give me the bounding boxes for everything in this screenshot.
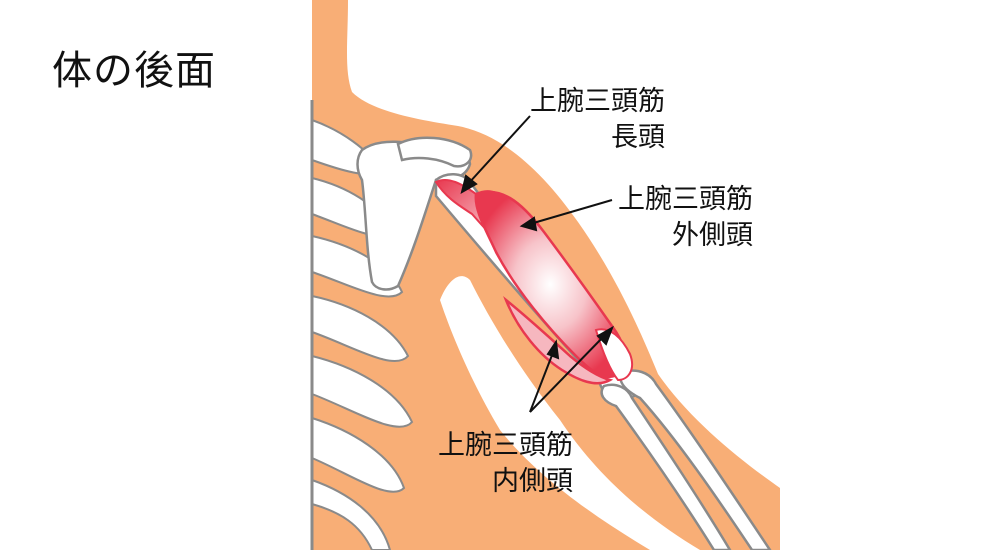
label-line: 外側頭 [672, 220, 753, 251]
label-triceps-lateral-head: 上腕三頭筋 外側頭 [618, 182, 753, 254]
label-line: 内側頭 [492, 466, 573, 497]
label-line: 上腕三頭筋 [438, 430, 573, 461]
leader-arrows [460, 115, 614, 413]
label-line: 上腕三頭筋 [530, 86, 665, 117]
armpit-gap [440, 276, 700, 550]
page-title: 体の後面 [52, 48, 216, 94]
label-triceps-long-head: 上腕三頭筋 長頭 [530, 84, 665, 156]
triceps-medial-head [503, 296, 614, 385]
forearm-bones [600, 369, 772, 550]
label-triceps-medial-head: 上腕三頭筋 内側頭 [438, 428, 573, 500]
acromion [396, 136, 473, 168]
label-line: 上腕三頭筋 [618, 184, 753, 215]
label-line: 長頭 [611, 122, 665, 153]
